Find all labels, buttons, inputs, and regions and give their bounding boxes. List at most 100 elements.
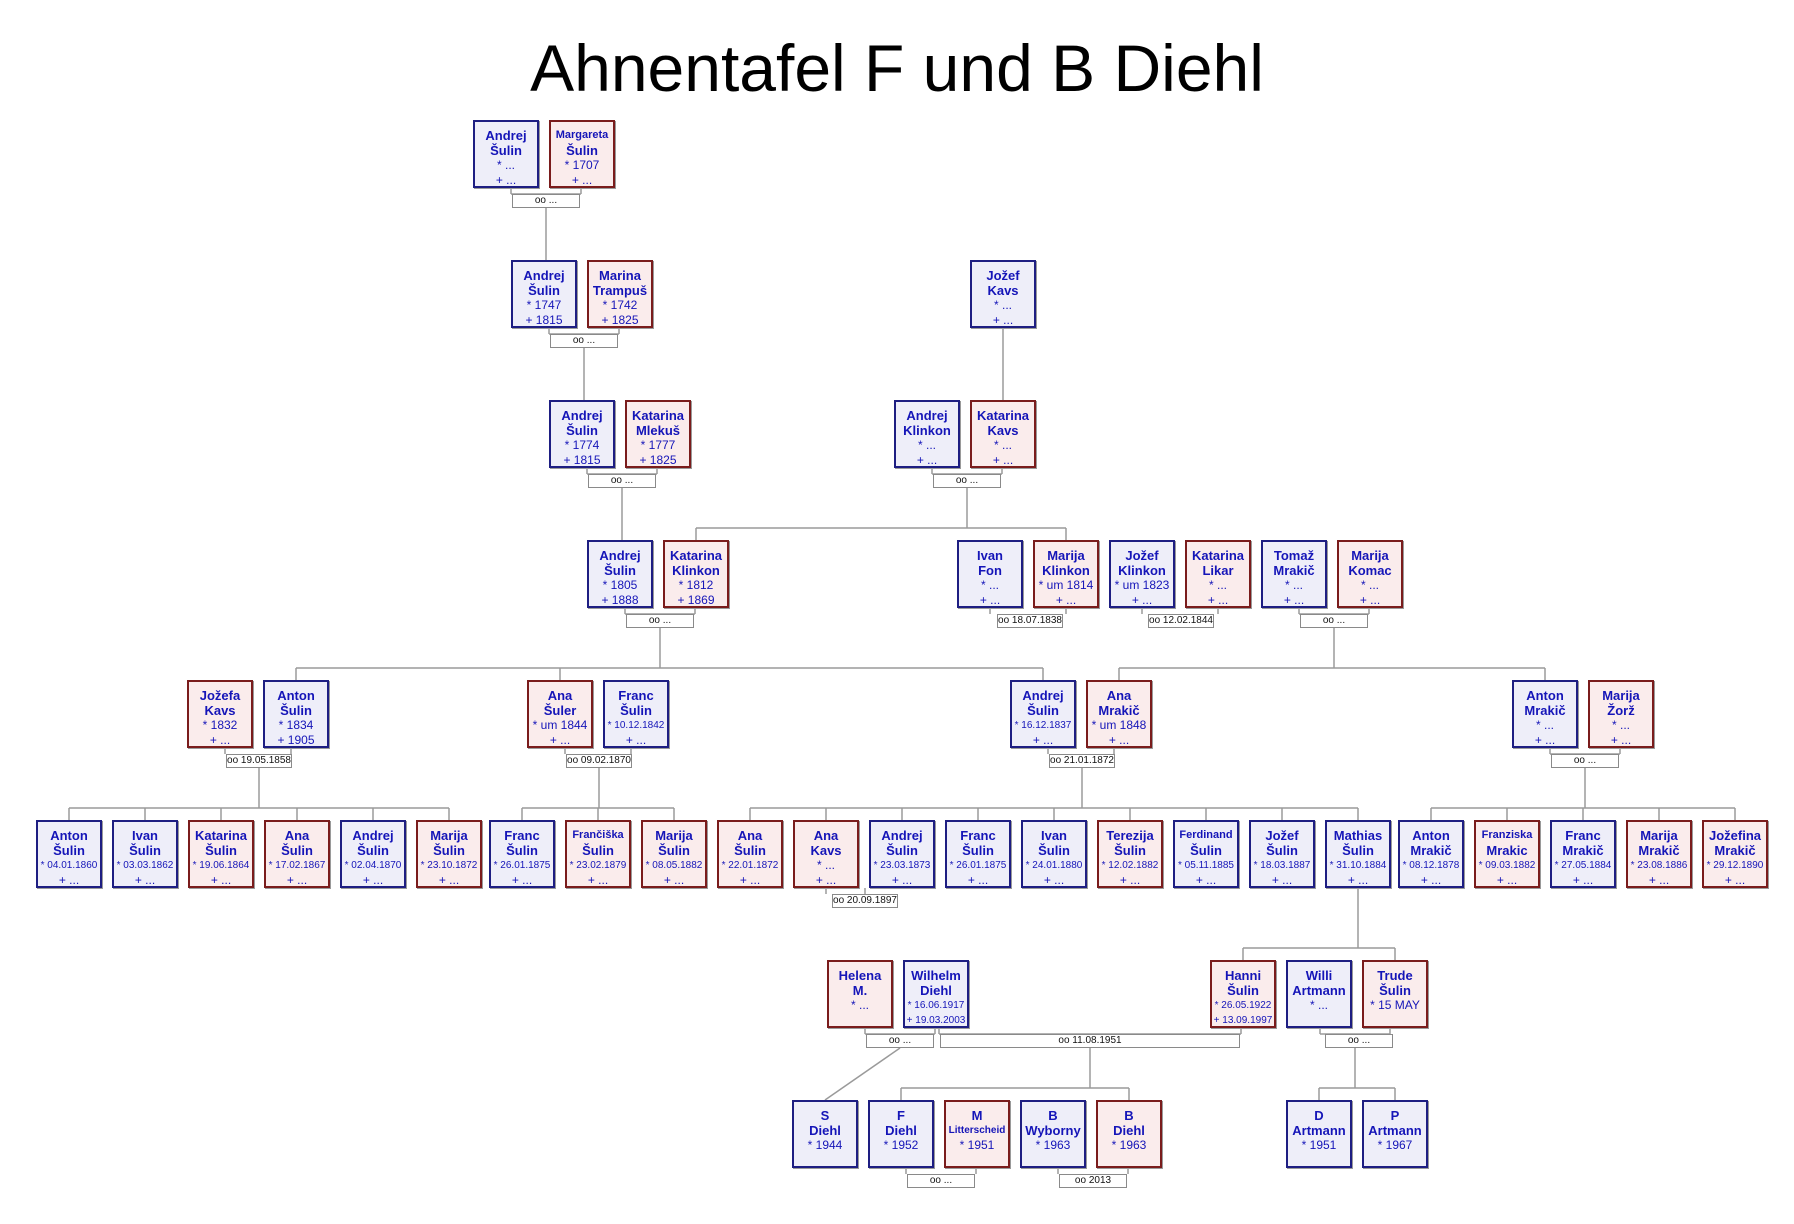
surname: Klinkon [903, 423, 951, 438]
marriage-label: oo 11.08.1951 [940, 1034, 1240, 1048]
death-date: + ... [663, 873, 685, 887]
death-date: + ... [1724, 873, 1746, 887]
surname: Šulin [490, 143, 522, 158]
given-name: Ferdinand [1179, 829, 1233, 841]
surname: Šulin [280, 703, 312, 718]
birth-date: * 1747 [526, 298, 562, 312]
birth-date: * 03.03.1862 [116, 860, 174, 871]
given-name: Andrej [599, 548, 641, 563]
birth-date: * ... [993, 298, 1012, 312]
death-date: + 1869 [677, 593, 715, 607]
death-date: + ... [1648, 873, 1670, 887]
birth-date: * 09.03.1882 [1478, 860, 1536, 871]
birth-date: * 23.02.1879 [569, 860, 627, 871]
given-name: Katarina [669, 548, 723, 563]
surname: Šulin [1266, 843, 1298, 858]
death-date: + ... [1572, 873, 1594, 887]
death-date: + ... [571, 173, 593, 187]
surname: Šulin [205, 843, 237, 858]
birth-date: * 26.01.1875 [493, 860, 551, 871]
birth-date: * 27.05.1884 [1554, 860, 1612, 871]
birth-date: * 1774 [564, 438, 600, 452]
surname: Šulin [528, 283, 560, 298]
surname: Kavs [987, 283, 1019, 298]
given-name: Helena [838, 968, 882, 983]
given-name: Ana [1106, 688, 1132, 703]
surname: Šulin [566, 143, 598, 158]
given-name: Jožef [986, 268, 1020, 283]
surname: Mrakič [1098, 703, 1140, 718]
birth-date: * 1963 [1035, 1138, 1071, 1152]
given-name: Willi [1305, 968, 1333, 983]
surname: Mrakič [1273, 563, 1315, 578]
birth-date: * 29.12.1890 [1706, 860, 1764, 871]
death-date: + ... [815, 873, 837, 887]
death-date: + ... [1043, 873, 1065, 887]
given-name: Mathias [1333, 828, 1383, 843]
given-name: B [1124, 1108, 1134, 1123]
surname: Šulin [734, 843, 766, 858]
surname: Šulin [604, 563, 636, 578]
